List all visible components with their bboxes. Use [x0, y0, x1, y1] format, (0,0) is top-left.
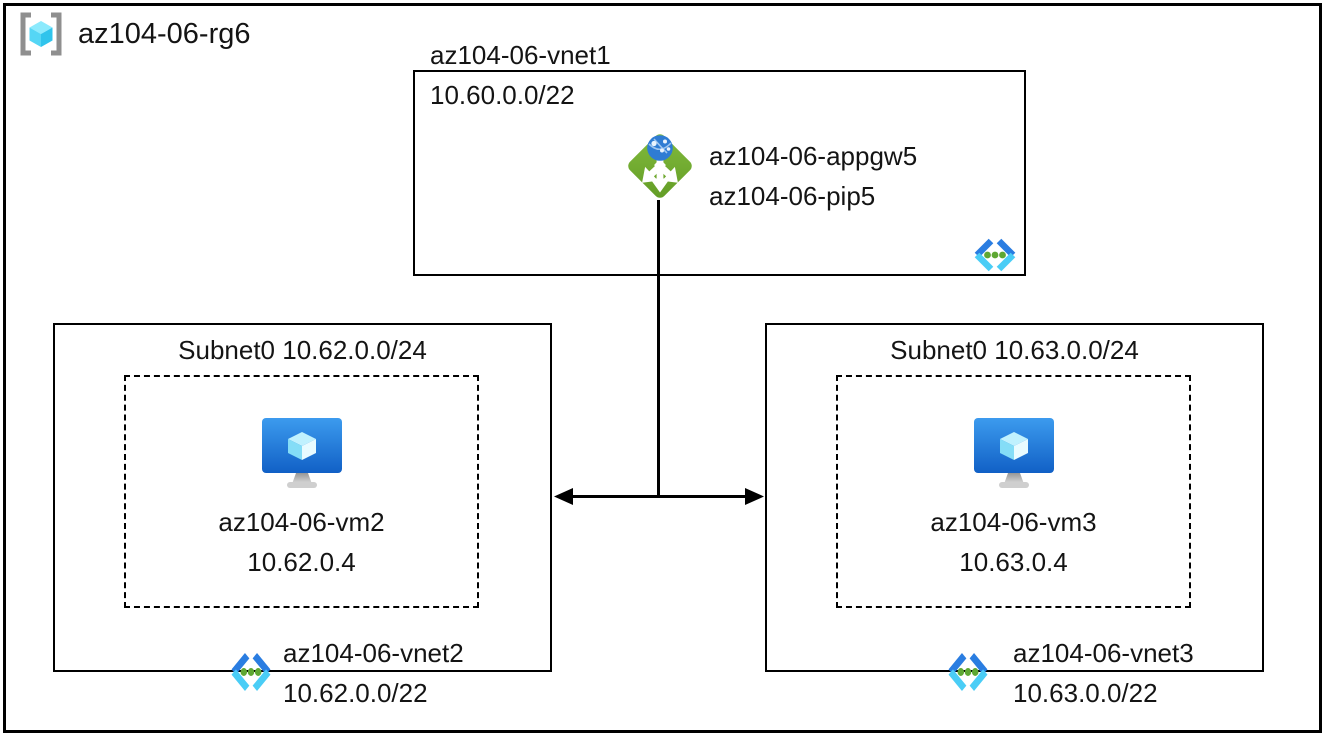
application-gateway-labels: az104-06-appgw5 az104-06-pip5: [709, 136, 917, 216]
vnet3-address-space: 10.63.0.0/22: [1013, 678, 1158, 708]
vnet2-address-space: 10.62.0.0/22: [283, 678, 428, 708]
vnet1-title: az104-06-vnet1: [430, 40, 611, 70]
vnet3-footer-labels: az104-06-vnet3 10.63.0.0/22: [1013, 633, 1194, 713]
vnet2-subnet-dashed-area: az104-06-vm2 10.62.0.4: [124, 375, 479, 608]
vm2-name: az104-06-vm2: [218, 507, 385, 537]
vnet2-subnet-title: Subnet0 10.62.0.0/24: [178, 335, 427, 365]
virtual-machine-icon: [972, 417, 1056, 491]
application-gateway-icon: [621, 127, 699, 205]
virtual-network-icon: [971, 237, 1019, 273]
vm3-name: az104-06-vm3: [930, 507, 1097, 537]
resource-group-label: az104-06-rg6: [78, 18, 251, 50]
vnet3-subnet-dashed-area: az104-06-vm3 10.63.0.4: [836, 375, 1191, 608]
vm2-ip: 10.62.0.4: [247, 547, 356, 577]
vnet3-name: az104-06-vnet3: [1013, 638, 1194, 668]
app-gateway-name: az104-06-appgw5: [709, 141, 918, 171]
vm3-ip: 10.63.0.4: [959, 547, 1068, 577]
resource-group-icon: [17, 12, 65, 56]
public-ip-name: az104-06-pip5: [709, 181, 876, 211]
resource-group-header: az104-06-rg6: [17, 11, 251, 57]
resource-group-boundary: [3, 3, 1322, 733]
vnet1-box: az104-06-vnet1 10.60.0.0/22 az104-06-app…: [413, 40, 1026, 276]
vnet3-subnet-title: Subnet0 10.63.0.0/24: [890, 335, 1139, 365]
vnet3-box: Subnet0 10.63.0.0/24 az104-06-vm3 10.63.…: [765, 323, 1264, 708]
virtual-network-icon: [228, 651, 274, 693]
virtual-machine-icon: [260, 417, 344, 491]
vnet2-name: az104-06-vnet2: [283, 638, 464, 668]
vnet2-footer-labels: az104-06-vnet2 10.62.0.0/22: [283, 633, 464, 713]
virtual-network-icon: [945, 651, 991, 693]
vnet2-box: Subnet0 10.62.0.0/24 az104-06-vm2 10.62.…: [53, 323, 552, 708]
vnet1-address-space: 10.60.0.0/22: [430, 80, 575, 110]
